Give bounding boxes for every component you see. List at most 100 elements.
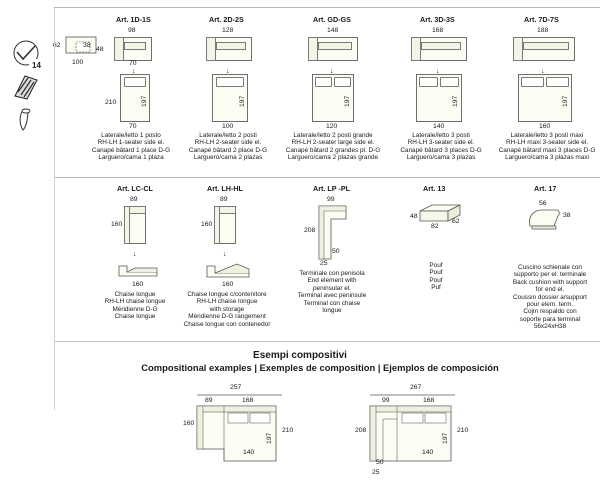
armrest (124, 206, 130, 244)
armrest (114, 37, 124, 61)
examples-title: Esempi compositivi (253, 350, 347, 361)
example-bed-width: 140 (422, 449, 434, 456)
legend-badge: 14 (32, 61, 41, 70)
bed-length: 197 (562, 95, 569, 107)
legend-depth: 62 (53, 42, 61, 49)
examples-subtitle: Compositional examples | Exemples de com… (141, 362, 499, 373)
top-width: 148 (327, 27, 339, 34)
cushion-width: 56 (539, 200, 547, 207)
pillow (124, 77, 146, 87)
back-cushion (523, 42, 569, 50)
example-bed-length: 197 (442, 432, 449, 444)
armrest (206, 37, 216, 61)
pouf-drawing (419, 204, 461, 222)
pouf-width: 82 (431, 223, 439, 230)
fabric-swatch-icon (14, 75, 38, 100)
total-length: 210 (105, 99, 117, 106)
armrest (513, 37, 523, 61)
dimension-line-icon (370, 394, 455, 396)
armrest-outline-icon: 14 (13, 40, 43, 70)
example-total-length: 210 (457, 427, 469, 434)
top-width: 188 (537, 27, 549, 34)
bed-length: 197 (239, 95, 246, 107)
pillow-left (419, 77, 438, 87)
bed-width: 140 (433, 123, 445, 130)
down-arrow-icon: ↓ (436, 68, 440, 75)
product-code: Art. 13 (423, 184, 446, 193)
example-side: 208 (355, 427, 367, 434)
bed-length: 197 (141, 95, 148, 107)
example-side: 160 (183, 420, 195, 427)
side-length: 160 (201, 221, 213, 228)
bed-width: 100 (222, 123, 234, 130)
leg-icon (19, 108, 31, 131)
top-width: 168 (432, 27, 444, 34)
back-cushion (216, 42, 246, 50)
product-code: Art. 7D-7S (524, 15, 559, 24)
chaise-side-view (118, 265, 158, 277)
down-arrow-icon: ↓ (132, 68, 136, 75)
product-code: Art. 2D-2S (209, 15, 244, 24)
example-total-width: 267 (410, 384, 422, 391)
example-b: 168 (423, 397, 435, 404)
legend-seat-height: 38 (83, 42, 91, 49)
cushion-height: 38 (563, 212, 571, 219)
bottom-width: 50 (332, 248, 340, 255)
example-bed-length: 197 (266, 432, 273, 444)
product-code: Art. GD-GS (313, 15, 351, 24)
product-code: Art. 3D-3S (420, 15, 455, 24)
bed-width: 70 (129, 123, 137, 130)
back-cushion (421, 42, 461, 50)
pillow-right (546, 77, 569, 87)
example-total-width: 257 (230, 384, 242, 391)
row-divider (54, 177, 600, 178)
example-low-2: 25 (372, 469, 380, 476)
legend-arm-height: 48 (96, 46, 104, 53)
bed-width-top: 70 (129, 60, 137, 67)
storage-chaise-side-view (206, 263, 250, 278)
example-total-length: 210 (282, 427, 294, 434)
product-code: Art. LP -PL (313, 184, 351, 193)
product-code: Art. 1D-1S (116, 15, 151, 24)
down-arrow-icon: ↓ (133, 251, 137, 258)
product-code: Art. LH-HL (207, 184, 243, 193)
legend-divider (54, 8, 55, 410)
pillow-right (440, 77, 459, 87)
armrest-dimension-diagram (65, 36, 97, 54)
composition-plan-left (196, 405, 277, 462)
armrest (308, 37, 318, 61)
down-arrow-icon: ↓ (226, 68, 230, 75)
bed-length: 197 (452, 95, 459, 107)
bed-length: 197 (344, 95, 351, 107)
pouf-height: 48 (410, 213, 418, 220)
pouf-depth: 62 (452, 218, 460, 225)
back-cushion-drawing (529, 209, 560, 230)
back-cushion (124, 42, 146, 50)
top-width: 99 (327, 196, 335, 203)
top-width: 89 (220, 196, 228, 203)
bottom-width-small: 25 (320, 260, 328, 267)
pillow (216, 77, 244, 87)
top-width: 89 (130, 196, 138, 203)
back-cushion (318, 42, 352, 50)
down-arrow-icon: ↓ (223, 251, 227, 258)
example-a: 99 (382, 397, 390, 404)
top-width: 98 (128, 27, 136, 34)
side-length: 208 (304, 227, 316, 234)
side-length: 160 (111, 221, 123, 228)
example-low-1: 50 (376, 459, 384, 466)
pillow-right (334, 77, 351, 87)
top-width: 128 (222, 27, 234, 34)
down-arrow-icon: ↓ (541, 68, 545, 75)
example-b: 168 (242, 397, 254, 404)
bed-width: 160 (539, 123, 551, 130)
examples-divider (54, 341, 600, 342)
